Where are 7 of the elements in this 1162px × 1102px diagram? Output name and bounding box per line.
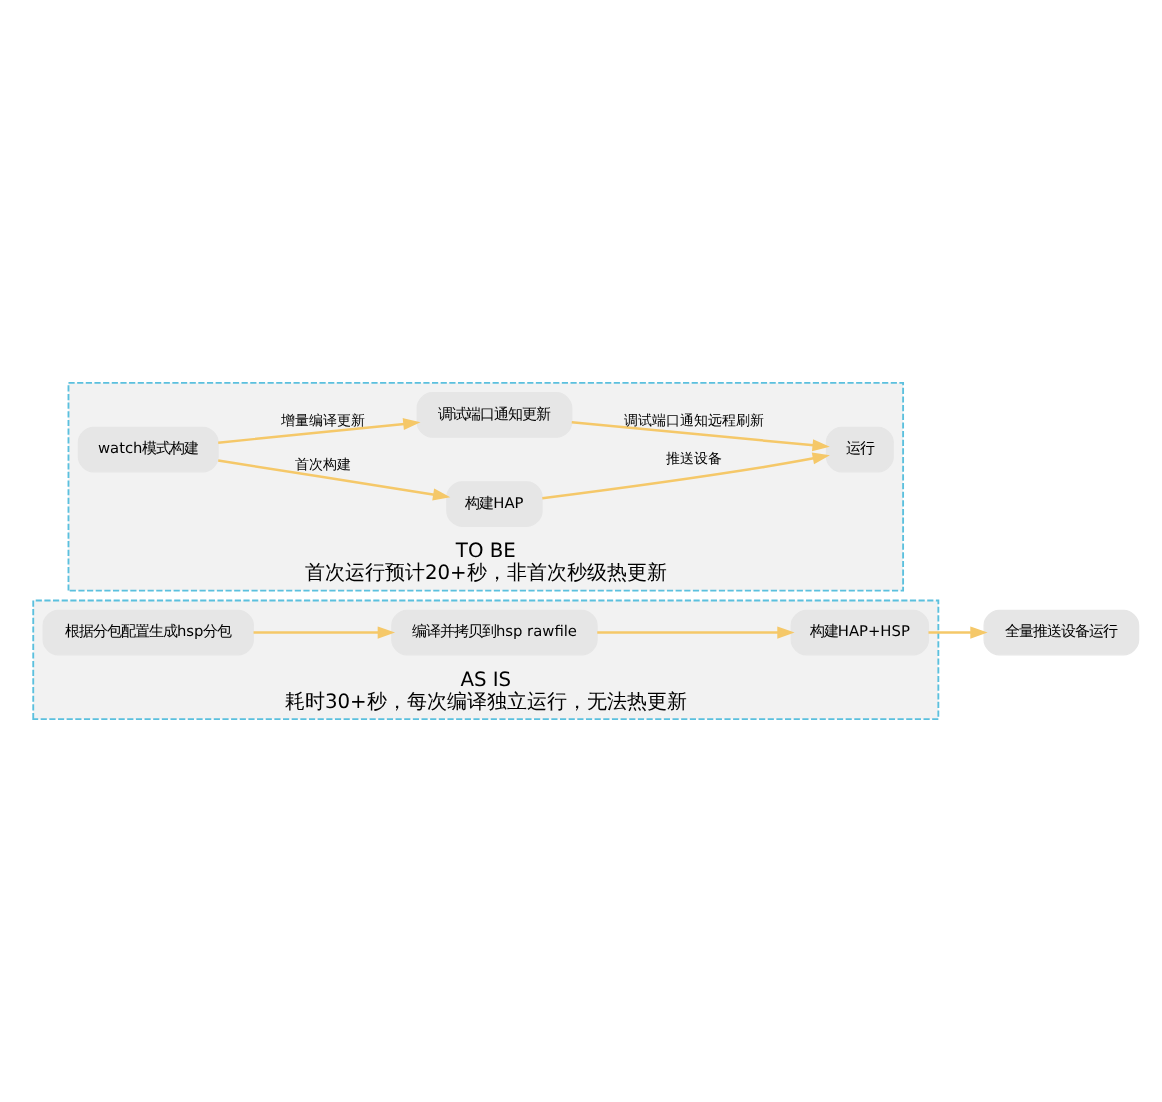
arrow: [597, 626, 795, 639]
arrow: [542, 452, 830, 500]
arrow: [218, 459, 451, 501]
arrow: [253, 626, 395, 639]
arrow: [571, 421, 830, 452]
arrow: [928, 626, 988, 639]
arrow: [218, 418, 421, 444]
